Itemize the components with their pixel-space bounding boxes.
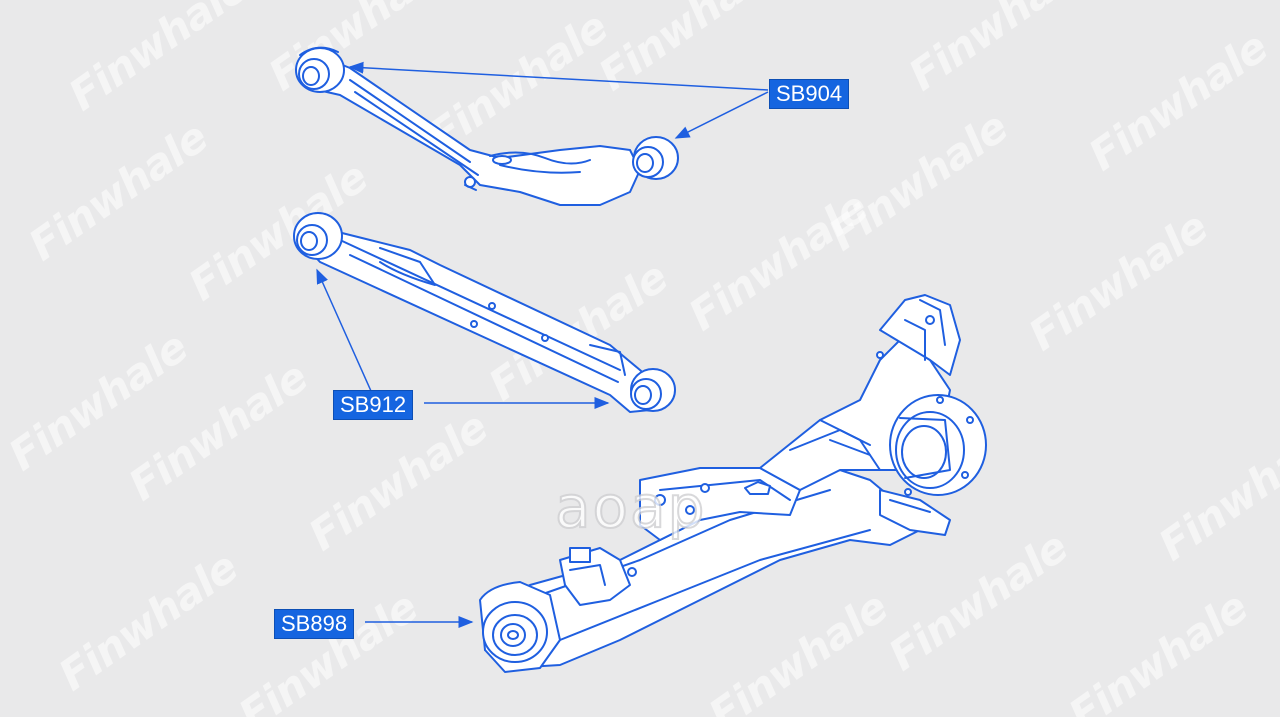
part-label-sb912: SB912 xyxy=(333,390,414,420)
lateral-link xyxy=(293,212,676,413)
upper-control-arm xyxy=(295,46,679,206)
leader-sb912-left xyxy=(316,268,376,401)
leader-sb904-right xyxy=(674,91,769,139)
trailing-arm-knuckle xyxy=(479,294,987,673)
part-label-sb898: SB898 xyxy=(274,609,355,639)
center-logo: aoap xyxy=(554,472,707,542)
part-label-sb904: SB904 xyxy=(769,79,850,109)
leader-sb904-left xyxy=(348,61,769,91)
